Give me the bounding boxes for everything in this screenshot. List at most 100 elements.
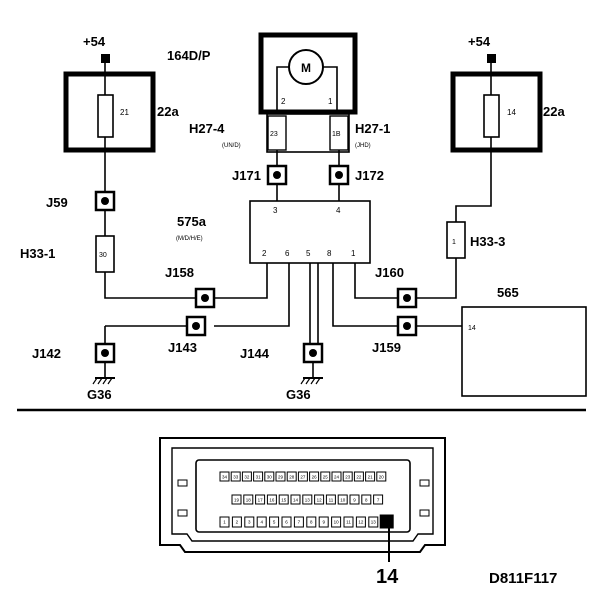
connector-pin-number: 26 (312, 475, 318, 480)
connector-pin (342, 471, 353, 482)
connector-pin-number: 5 (273, 520, 276, 525)
connector-pin (286, 471, 297, 482)
motor-pin-left: 2 (281, 97, 286, 106)
connector-pin (244, 516, 255, 528)
motor-pin-right: 1 (328, 97, 333, 106)
connector-pin (241, 471, 252, 482)
connector-pin-number: 31 (256, 475, 262, 480)
connector-pin (255, 494, 266, 505)
connector-pin-number: 11 (329, 498, 334, 503)
fuse-box-left (63, 71, 156, 153)
left-fuse-circuit: +54 21 22a (63, 34, 179, 192)
connector-pin (320, 471, 331, 482)
connector-pin (281, 516, 292, 528)
connector-pin (314, 494, 325, 505)
connector-pin-number: 2 (236, 520, 239, 525)
figure-id: D811F117 (489, 570, 557, 587)
connector-pin-number: 19 (234, 498, 240, 503)
j160-label: J160 (375, 265, 404, 280)
module-pin-6: 6 (285, 249, 290, 258)
connector-pin-highlighted (379, 514, 394, 529)
fuse-box-right (450, 71, 543, 153)
fuse-left-element (97, 94, 114, 138)
connector-pin (373, 494, 384, 505)
connector-pin-number: 16 (269, 498, 275, 503)
connector-pin-number: 13 (305, 498, 311, 503)
connector-pin-number: 21 (368, 475, 374, 480)
ground-left-label: G36 (87, 387, 112, 402)
h33-3-pin: 1 (452, 239, 456, 246)
connector-pin (231, 494, 242, 505)
j171-j172-connectors: J171 J172 (232, 164, 384, 201)
connector-pin (365, 471, 376, 482)
connector-pin-number: 30 (267, 475, 273, 480)
fuse-right-rating: 22a (543, 104, 565, 119)
h33-1-connector: H33-1 30 (20, 235, 196, 299)
j59-label: J59 (46, 195, 68, 210)
connector-pin (331, 471, 342, 482)
connector-pin (275, 471, 286, 482)
j59-connector: J59 (46, 190, 116, 236)
connector-pin (349, 494, 360, 505)
connector-pin (368, 516, 379, 528)
connector-pin-number: 8 (310, 520, 313, 525)
connector-pin-number: 18 (246, 498, 252, 503)
connector-pin (331, 516, 342, 528)
connector-pin-number: 6 (285, 520, 288, 525)
module-sub: (M/D/H/E) (176, 236, 203, 242)
connector-pin-number: 22 (356, 475, 362, 480)
module-pin-2: 2 (262, 249, 267, 258)
connector-pin-number: 10 (334, 520, 340, 525)
h33-1-pin: 30 (99, 252, 107, 259)
connector-pin-number: 8 (365, 498, 368, 503)
module-label: 575a (177, 214, 207, 229)
j172-label: J172 (355, 168, 384, 183)
motor-housing (258, 32, 358, 115)
h27-1-sub: (JHD) (355, 143, 371, 149)
connector-pin (269, 516, 280, 528)
connector-pin (253, 471, 264, 482)
connector-pin-number: 29 (278, 475, 284, 480)
connector-pin-number: 7 (377, 498, 380, 503)
connector-pin (361, 494, 372, 505)
connector-pin (266, 494, 277, 505)
connector-pin-number: 12 (358, 520, 364, 525)
j142-label: J142 (32, 346, 61, 361)
module-575a-box (249, 200, 371, 264)
h33-3-box (446, 221, 466, 259)
connector-pin (293, 516, 304, 528)
connector-pin-number: 12 (317, 498, 323, 503)
h33-1-label: H33-1 (20, 246, 55, 261)
j160-j159-connectors: J160 J159 (372, 265, 418, 355)
j158-label: J158 (165, 265, 194, 280)
j144-label: J144 (240, 346, 270, 361)
module-575a: 575a (M/D/H/E) 3 4 2 6 5 8 1 (176, 200, 371, 264)
connector-pin-number: 27 (300, 475, 306, 480)
connector-pin-number: 14 (293, 498, 299, 503)
connector-pin (318, 516, 329, 528)
connector-pin-number: 1 (223, 520, 226, 525)
connector-pin-label: 14 (376, 566, 399, 588)
h27-4-label: H27-4 (189, 121, 225, 136)
connector-pin (337, 494, 348, 505)
connector-pin (231, 516, 242, 528)
connector-pin-number: 13 (371, 520, 377, 525)
j159-label: J159 (372, 340, 401, 355)
connector-pin-number: 3 (248, 520, 251, 525)
connector-pin-number: 20 (379, 475, 385, 480)
connector-pin-number: 24 (334, 475, 340, 480)
connector-pin-number: 14 (383, 520, 389, 525)
connector-pin-number: 11 (346, 520, 351, 525)
connector-pin (219, 471, 230, 482)
ground-mid-label: G36 (286, 387, 311, 402)
connector-pin-number: 7 (298, 520, 301, 525)
connector-pin-number: 33 (233, 475, 239, 480)
connector-pin (376, 471, 387, 482)
connector-pin (325, 494, 336, 505)
unit-565-label: 565 (497, 285, 519, 300)
h27-4-sub: (UN/D) (222, 143, 241, 149)
connector-pin-number: 34 (222, 475, 228, 480)
j158-j143-connectors: J158 J143 (165, 265, 216, 355)
connector-pin (302, 494, 313, 505)
